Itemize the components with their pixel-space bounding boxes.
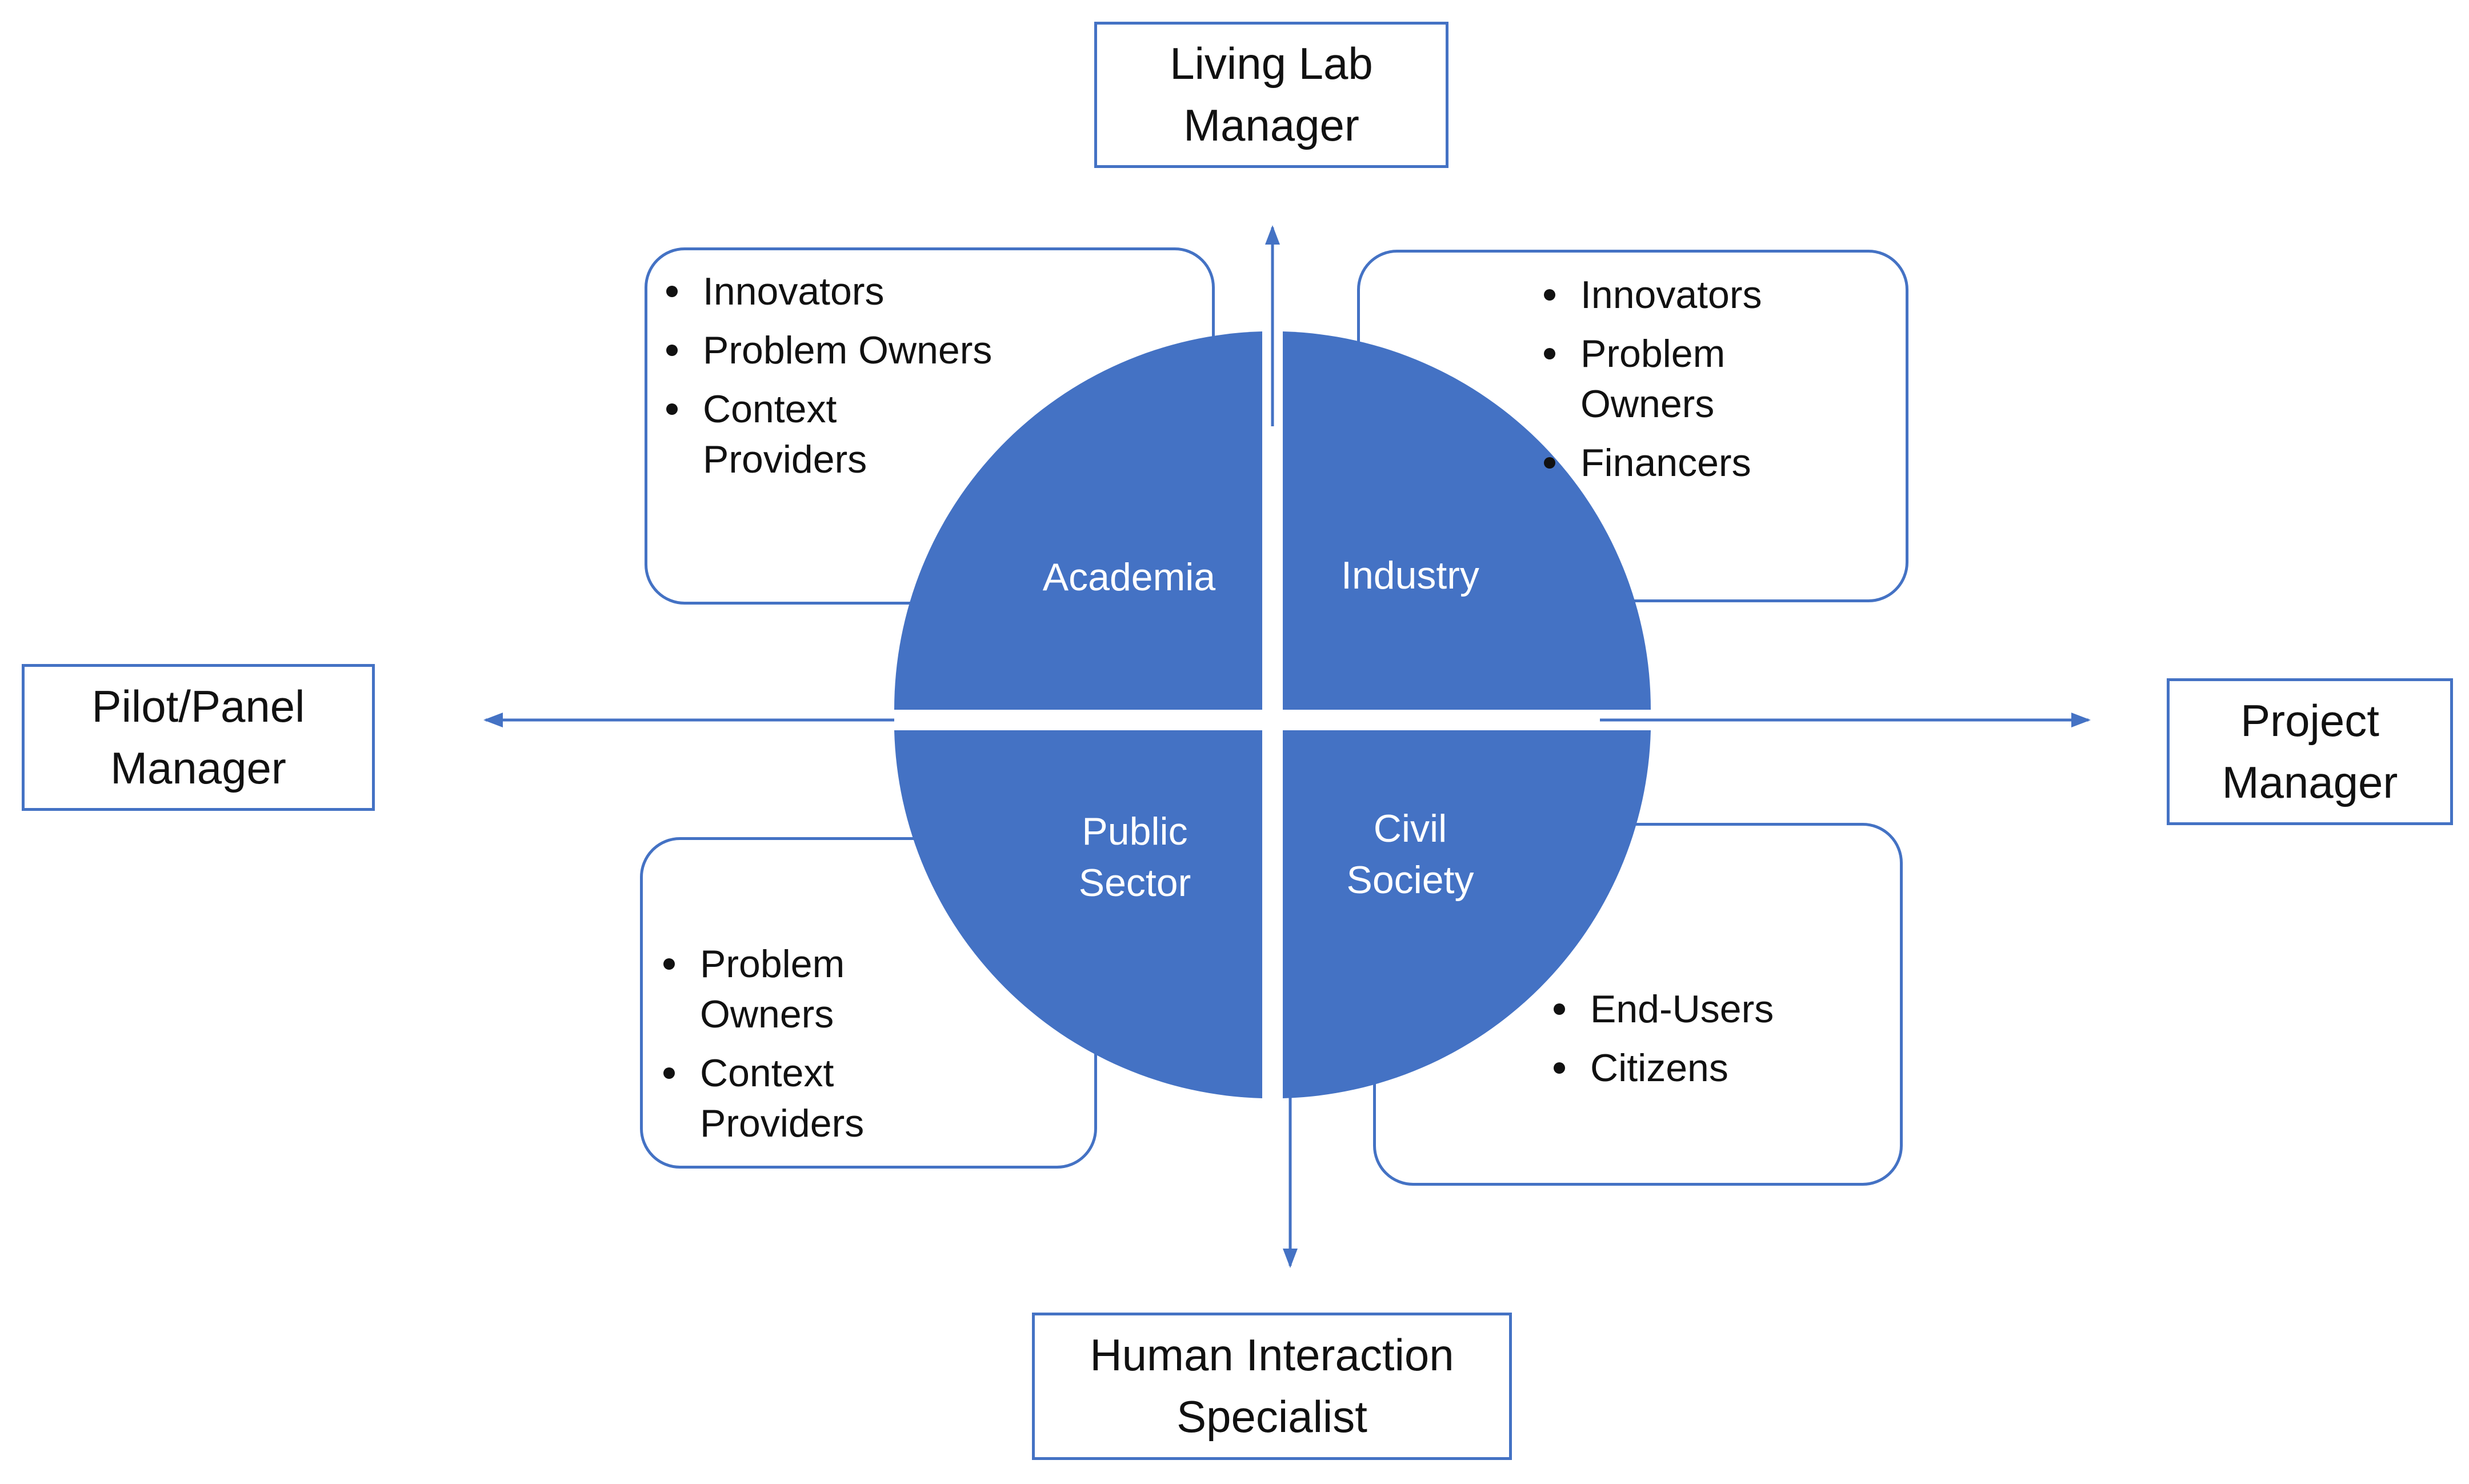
role-line: Living Lab [1170,38,1373,89]
list-item-text: Owners [1580,382,1715,426]
list-item-text: Innovators [1580,273,1762,317]
list-item: Context Providers [660,1048,864,1149]
list-item: Problem Owners [660,939,864,1039]
civil-society-label: Civil Society [1290,803,1530,906]
role-line: Project [2240,695,2379,746]
list-item-text: End-Users [1590,987,1774,1031]
list-item-text: Problem [1580,332,1726,375]
academia-quadrant [894,331,1262,710]
civil-society-label-line-1: Civil [1373,807,1447,850]
list-item: Innovators [663,266,992,317]
list-item: Innovators [1540,270,1762,320]
project-manager-box: Project Manager [2167,678,2453,825]
industry-label: Industry [1290,550,1530,601]
living-lab-manager-box: Living Lab Manager [1094,22,1448,168]
role-line: Manager [1183,100,1359,150]
list-item-text: Innovators [703,270,885,313]
list-item: Context Providers [663,384,992,485]
list-item-text: Context [703,387,837,431]
role-line: Pilot/Panel [91,681,305,731]
civil-society-quadrant [1283,730,1651,1098]
list-item: End-Users [1550,984,1774,1034]
list-item: Problem Owners [663,325,992,375]
role-line: Human Interaction [1090,1330,1454,1381]
list-item: Problem Owners [1540,329,1762,429]
role-line: Manager [110,742,286,793]
list-item-text: Providers [703,438,867,481]
academia-stakeholder-list: Innovators Problem Owners Context Provid… [663,266,992,493]
academia-label: Academia [1009,551,1249,603]
list-item-text: Problem Owners [703,329,993,372]
industry-label-line: Industry [1341,554,1479,597]
role-line: Manager [2222,757,2398,807]
list-item-text: Context [700,1051,834,1095]
list-item: Citizens [1550,1043,1774,1093]
academia-label-line: Academia [1042,555,1216,599]
civil-society-stakeholder-list: End-Users Citizens [1550,984,1774,1102]
role-line: Specialist [1177,1391,1367,1442]
list-item-text: Financers [1580,441,1751,485]
pilot-panel-manager-box: Pilot/Panel Manager [22,664,375,811]
public-sector-stakeholder-list: Problem Owners Context Providers [660,939,864,1157]
industry-quadrant [1283,331,1651,710]
list-item-text: Owners [700,993,834,1036]
list-item: Financers [1540,438,1762,488]
public-sector-label-line-1: Public [1082,810,1188,853]
public-sector-quadrant [894,730,1262,1098]
industry-stakeholder-list: Innovators Problem Owners Financers [1540,270,1762,497]
human-interaction-specialist-box: Human Interaction Specialist [1032,1313,1512,1460]
list-item-text: Providers [700,1102,865,1145]
list-item-text: Problem [700,942,845,986]
civil-society-label-line-2: Society [1346,858,1474,902]
public-sector-label: Public Sector [1015,806,1255,909]
list-item-text: Citizens [1590,1046,1728,1090]
public-sector-label-line-2: Sector [1078,861,1191,905]
